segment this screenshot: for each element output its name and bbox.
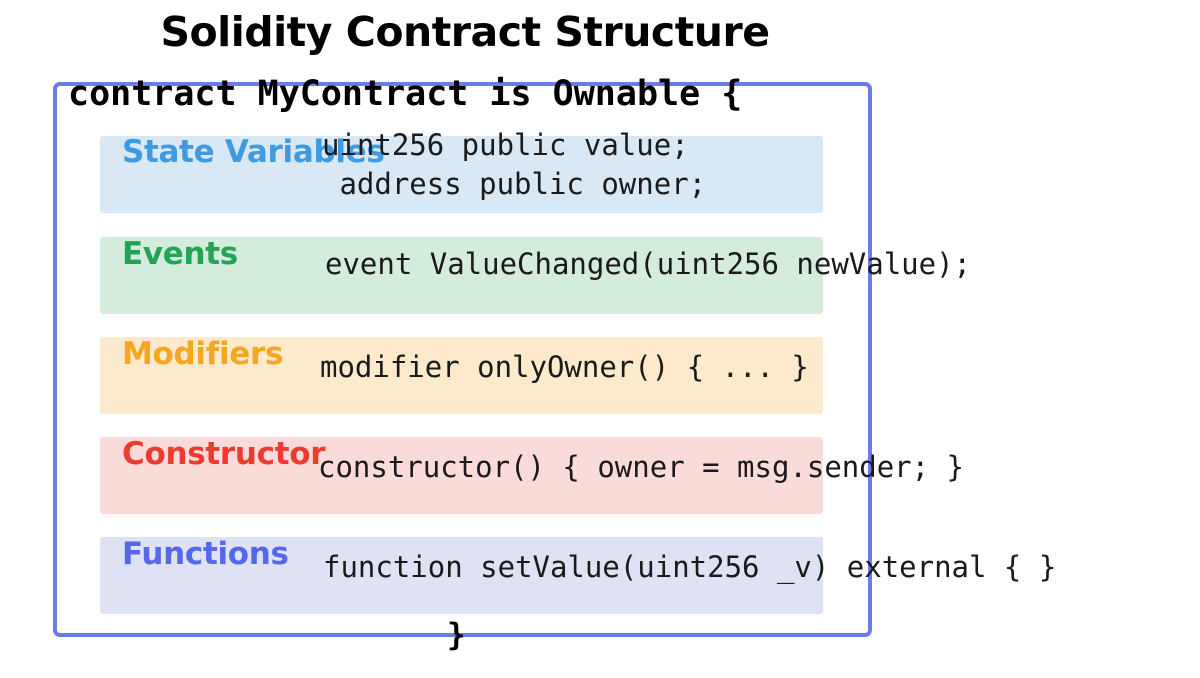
section-label-state-variables: State Variables bbox=[122, 134, 385, 170]
section-label-functions: Functions bbox=[122, 536, 289, 572]
section-band-functions bbox=[100, 537, 823, 614]
code-snippet-state-variables: uint256 public value; address public own… bbox=[322, 128, 707, 201]
section-band-modifiers bbox=[100, 337, 823, 414]
code-snippet-events: event ValueChanged(uint256 newValue); bbox=[325, 247, 972, 281]
code-snippet-constructor: constructor() { owner = msg.sender; } bbox=[318, 450, 965, 484]
contract-outer-box bbox=[53, 82, 872, 637]
contract-declaration-line: contract MyContract is Ownable { bbox=[68, 74, 743, 114]
code-snippet-functions: function setValue(uint256 _v) external {… bbox=[323, 550, 1057, 584]
section-band-constructor bbox=[100, 437, 823, 514]
section-label-constructor: Constructor bbox=[122, 436, 326, 472]
page-title: Solidity Contract Structure bbox=[160, 8, 770, 56]
section-label-events: Events bbox=[122, 236, 238, 272]
section-band-state-variables bbox=[100, 136, 823, 213]
section-label-modifiers: Modifiers bbox=[122, 336, 284, 372]
code-snippet-modifiers: modifier onlyOwner() { ... } bbox=[320, 350, 809, 384]
contract-closing-brace: } bbox=[447, 617, 466, 653]
section-band-events bbox=[100, 237, 823, 314]
